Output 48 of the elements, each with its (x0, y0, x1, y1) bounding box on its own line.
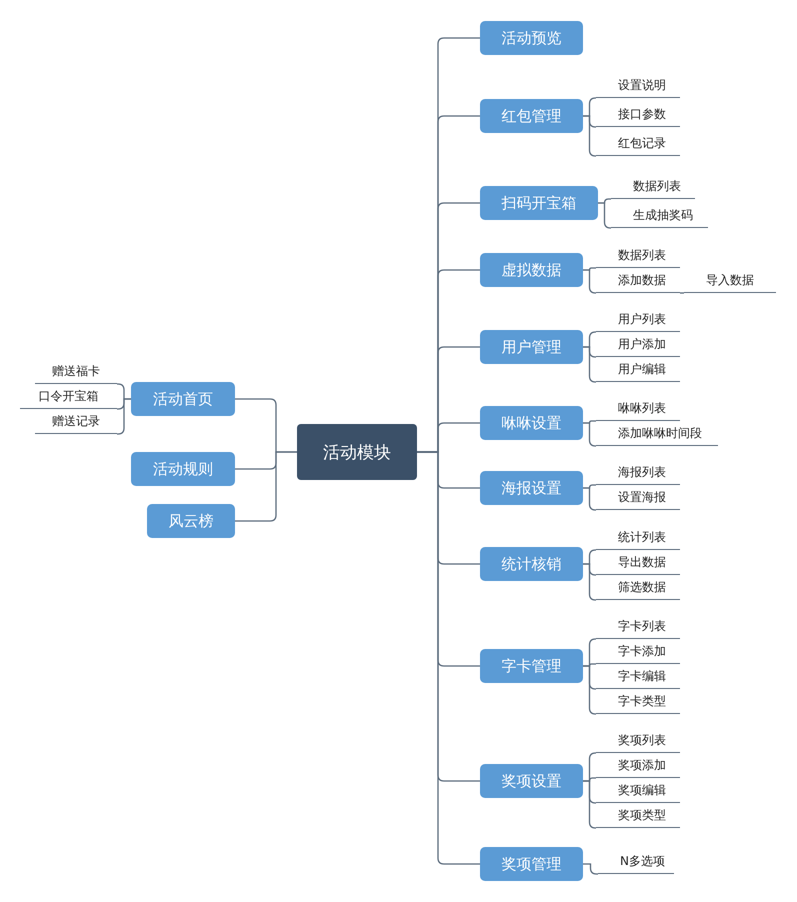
connector-line (583, 863, 598, 875)
subtopic-label: 奖项列表 (596, 731, 680, 753)
subtopic-label: 导入数据 (684, 271, 776, 293)
topic-box: 扫码开宝箱 (480, 186, 598, 220)
topic-box: 海报设置 (480, 471, 583, 505)
subtopic-label: 统计列表 (596, 528, 680, 550)
topic-box: 风云榜 (147, 504, 235, 538)
subtopic-label: 字卡添加 (596, 642, 680, 664)
subtopic-label: 红包记录 (596, 134, 680, 156)
subtopic-label: 咻咻列表 (596, 399, 680, 421)
subtopic-label: 奖项编辑 (596, 781, 680, 803)
connector-line (235, 451, 297, 522)
topic-box: 奖项设置 (480, 764, 583, 798)
subtopic-label: 用户添加 (596, 335, 680, 357)
subtopic-label: 用户编辑 (596, 360, 680, 382)
subtopic-label: 字卡类型 (596, 692, 680, 714)
subtopic-label: 添加数据 (596, 271, 680, 293)
subtopic-label: 赠送福卡 (35, 362, 117, 384)
subtopic-label: 接口参数 (596, 105, 680, 127)
subtopic-label: 生成抽奖码 (611, 206, 708, 228)
subtopic-label: 导出数据 (596, 553, 680, 575)
subtopic-label: 赠送记录 (35, 412, 117, 434)
topic-box: 奖项管理 (480, 847, 583, 881)
topic-box: 虚拟数据 (480, 253, 583, 287)
subtopic-label: 数据列表 (596, 246, 680, 268)
subtopic-label: 设置说明 (596, 76, 680, 98)
topic-box: 字卡管理 (480, 649, 583, 683)
subtopic-label: 字卡编辑 (596, 667, 680, 689)
topic-box: 统计核销 (480, 547, 583, 581)
subtopic-label: 奖项添加 (596, 756, 680, 778)
topic-box: 咻咻设置 (480, 406, 583, 440)
subtopic-label: 字卡列表 (596, 617, 680, 639)
topic-box: 活动首页 (131, 382, 235, 416)
topic-box: 用户管理 (480, 330, 583, 364)
subtopic-label: N多选项 (598, 852, 674, 874)
subtopic-label: 奖项类型 (596, 806, 680, 828)
subtopic-label: 筛选数据 (596, 578, 680, 600)
connector-line (680, 292, 684, 294)
subtopic-label: 添加咻咻时间段 (596, 424, 718, 446)
subtopic-label: 设置海报 (596, 488, 680, 510)
subtopic-label: 数据列表 (611, 177, 695, 199)
subtopic-label: 口令开宝箱 (20, 387, 117, 409)
subtopic-label: 用户列表 (596, 310, 680, 332)
topic-box: 活动预览 (480, 21, 583, 55)
topic-box: 红包管理 (480, 99, 583, 133)
central-topic-box: 活动模块 (297, 424, 417, 480)
topic-box: 活动规则 (131, 452, 235, 486)
subtopic-label: 海报列表 (596, 463, 680, 485)
